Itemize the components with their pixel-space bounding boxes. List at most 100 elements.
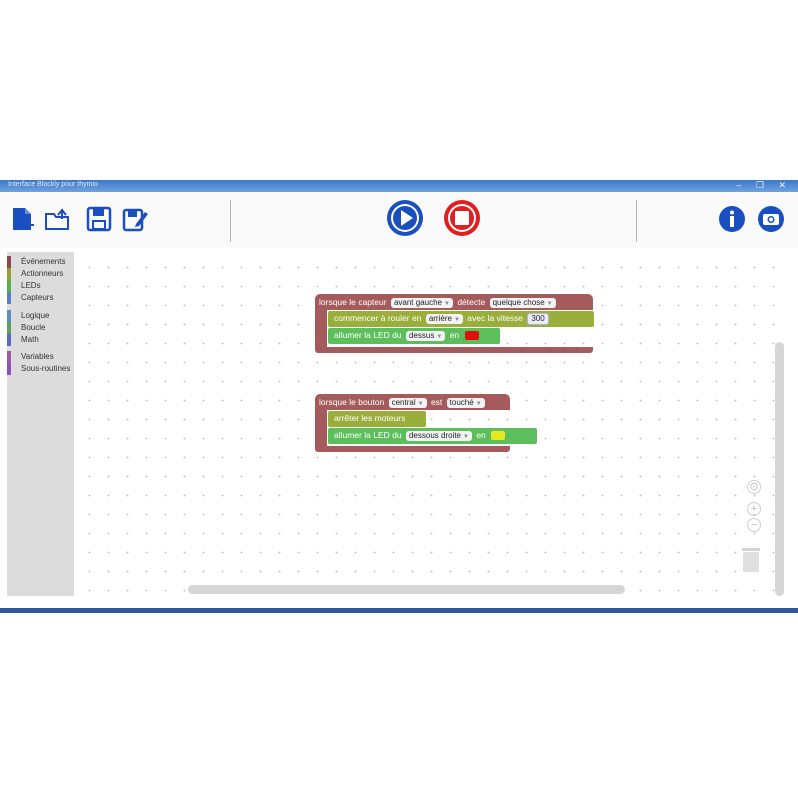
category-label: Math xyxy=(21,335,39,344)
category-leds[interactable]: LEDs xyxy=(7,280,74,292)
category-label: Capteurs xyxy=(21,293,54,302)
led-dropdown[interactable]: dessus▼ xyxy=(405,330,446,341)
led-block[interactable]: allumer la LED du dessus▼ en xyxy=(328,328,500,344)
toolbar xyxy=(0,192,798,248)
block-text: en xyxy=(411,313,422,323)
button-dropdown[interactable]: central▼ xyxy=(388,397,427,408)
block-text: arrêter les moteurs xyxy=(334,413,406,423)
category-color-bar xyxy=(7,310,11,322)
category-color-bar xyxy=(7,292,11,304)
hat-text: lorsque le capteur xyxy=(319,297,387,307)
category-color-bar xyxy=(7,322,11,334)
state-dropdown[interactable]: touché▼ xyxy=(446,397,485,408)
led-dropdown[interactable]: dessous droite▼ xyxy=(405,430,472,441)
zoom-reset-icon[interactable]: ⊙ xyxy=(747,480,761,494)
category-color-bar xyxy=(7,268,11,280)
play-button[interactable] xyxy=(387,200,423,236)
block-text: du xyxy=(392,430,402,440)
category-events[interactable]: Événements xyxy=(7,256,74,268)
dropdown-value: touché xyxy=(449,397,474,407)
category-color-bar xyxy=(7,363,11,375)
motor-start-block[interactable]: commencer à rouler en arrière▼ avec la v… xyxy=(328,311,594,327)
color-picker[interactable] xyxy=(491,431,506,441)
category-color-bar xyxy=(7,280,11,292)
play-icon xyxy=(391,204,419,232)
zoom-out-icon[interactable]: − xyxy=(747,518,761,532)
open-folder-icon[interactable] xyxy=(44,206,70,232)
zoom-in-icon[interactable]: + xyxy=(747,502,761,516)
category-subroutines[interactable]: Sous-routines xyxy=(7,363,74,375)
dropdown-arrow-icon: ▼ xyxy=(444,300,450,307)
block-body-left xyxy=(315,310,327,350)
category-label: LEDs xyxy=(21,281,41,290)
stop-icon xyxy=(448,204,476,232)
dropdown-arrow-icon: ▼ xyxy=(436,333,443,340)
block-body-bottom xyxy=(315,446,510,452)
category-variables[interactable]: Variables xyxy=(7,351,74,363)
category-label: Sous-routines xyxy=(21,364,71,373)
speed-input[interactable]: 300 xyxy=(527,312,549,325)
toolbox: Événements Actionneurs LEDs Capteurs Log… xyxy=(7,252,74,596)
horizontal-scrollbar[interactable] xyxy=(188,585,625,594)
block-text: en xyxy=(449,330,460,340)
sensor-dropdown[interactable]: avant gauche▼ xyxy=(390,297,453,308)
dropdown-arrow-icon: ▼ xyxy=(475,400,482,407)
dropdown-arrow-icon: ▼ xyxy=(417,400,424,407)
dropdown-arrow-icon: ▼ xyxy=(463,433,469,440)
dropdown-value: avant gauche xyxy=(393,297,442,307)
dropdown-value: dessus xyxy=(408,330,435,340)
category-color-bar xyxy=(7,334,11,346)
stop-button[interactable] xyxy=(444,200,480,236)
hat-text: lorsque le bouton xyxy=(319,397,385,407)
dropdown-value: quelque chose xyxy=(492,297,545,307)
taskbar xyxy=(0,608,798,613)
category-label: Actionneurs xyxy=(21,269,64,278)
toolbar-separator xyxy=(230,200,231,242)
dropdown-arrow-icon: ▼ xyxy=(453,316,460,323)
category-sensors[interactable]: Capteurs xyxy=(7,292,74,304)
detect-dropdown[interactable]: quelque chose▼ xyxy=(489,297,556,308)
block-body-left xyxy=(315,410,327,450)
hat-text: détecte xyxy=(457,297,486,307)
color-picker[interactable] xyxy=(464,331,479,341)
category-label: Variables xyxy=(21,352,54,361)
category-label: Boucle xyxy=(21,323,46,332)
hat-row: lorsque le bouton central▼ est touché▼ xyxy=(319,395,487,409)
window-controls[interactable]: – ❐ ✕ xyxy=(736,180,792,190)
new-file-icon[interactable] xyxy=(10,206,36,232)
led-block[interactable]: allumer la LED du dessous droite▼ en xyxy=(328,428,537,444)
save-as-icon[interactable] xyxy=(122,206,148,232)
block-text: allumer la LED xyxy=(334,430,390,440)
block-text: avec la vitesse xyxy=(467,313,524,323)
direction-dropdown[interactable]: arrière▼ xyxy=(425,313,463,324)
hat-text: est xyxy=(430,397,443,407)
vertical-scrollbar[interactable] xyxy=(775,342,784,596)
category-label: Événements xyxy=(21,257,66,266)
block-text: allumer la LED xyxy=(334,330,390,340)
category-logic[interactable]: Logique xyxy=(7,310,74,322)
app-area: Événements Actionneurs LEDs Capteurs Log… xyxy=(0,248,798,610)
category-color-bar xyxy=(7,351,11,363)
toolbar-separator xyxy=(636,200,637,242)
dropdown-value: dessous droite xyxy=(408,430,461,440)
category-loop[interactable]: Boucle xyxy=(7,322,74,334)
dropdown-value: arrière xyxy=(428,313,452,323)
category-label: Logique xyxy=(21,311,50,320)
category-actuators[interactable]: Actionneurs xyxy=(7,268,74,280)
block-text: commencer à rouler xyxy=(334,313,410,323)
block-body-bottom xyxy=(315,347,593,353)
block-text: en xyxy=(476,430,486,440)
category-math[interactable]: Math xyxy=(7,334,74,346)
dropdown-value: central xyxy=(391,397,416,407)
window-titlebar: Interface Blockly pour thymio – ❐ ✕ xyxy=(0,180,798,192)
hat-row: lorsque le capteur avant gauche▼ détecte… xyxy=(319,295,558,309)
block-text: du xyxy=(392,330,402,340)
camera-icon[interactable] xyxy=(757,205,785,233)
info-icon[interactable] xyxy=(718,205,746,233)
motor-stop-block[interactable]: arrêter les moteurs xyxy=(328,411,426,427)
save-icon[interactable] xyxy=(86,206,112,232)
category-color-bar xyxy=(7,256,11,268)
window-title: Interface Blockly pour thymio xyxy=(8,181,98,188)
trash-icon[interactable] xyxy=(740,546,762,574)
dropdown-arrow-icon: ▼ xyxy=(546,300,553,307)
